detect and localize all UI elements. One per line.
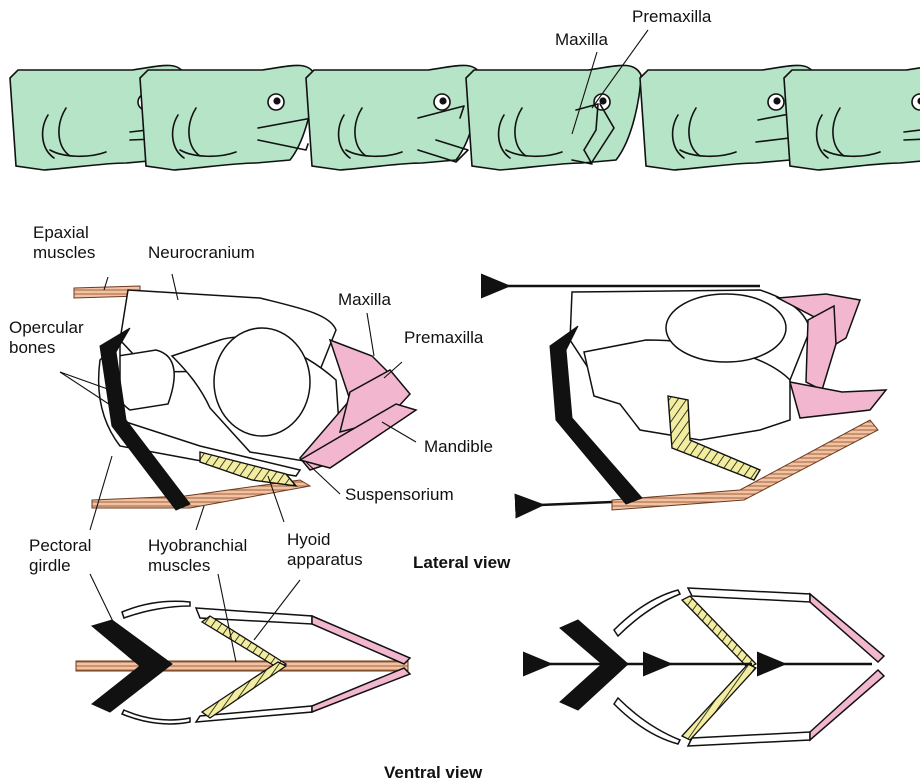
- pectoral-label-line2: girdle: [29, 556, 71, 575]
- ventral-ceratohyal-upper-expanded: [688, 588, 810, 602]
- mandible-ventral-upper: [312, 616, 410, 664]
- neurocranium-label: Neurocranium: [148, 243, 255, 262]
- mandible-expanded: [790, 382, 886, 418]
- hyoid-ventral-upper: [202, 616, 286, 668]
- mandible-label: Mandible: [424, 437, 493, 456]
- ventral-view-left: [76, 574, 410, 724]
- hyoid-ventral-upper-expanded: [682, 596, 756, 668]
- ventral-view-title: Ventral view: [384, 763, 483, 782]
- epaxial-label-line1: Epaxial: [33, 223, 89, 242]
- ventral-bone-lower-short: [122, 710, 190, 724]
- lateral-view-left: Epaxial muscles Neurocranium Maxilla Pre…: [9, 223, 511, 575]
- fish-head-protruded: [466, 65, 641, 170]
- maxilla-top-label: Maxilla: [555, 30, 608, 49]
- epaxial-label-line2: muscles: [33, 243, 95, 262]
- hyoid-ventral-lower-expanded: [682, 664, 756, 740]
- ventral-bone-lower-expanded: [614, 698, 680, 744]
- mandible-ventral-lower: [312, 668, 410, 712]
- arrow-girdle-retract: [540, 502, 612, 505]
- hyoid-label-line2: apparatus: [287, 550, 363, 569]
- hyobranchial-label-line1: Hyobranchial: [148, 536, 247, 555]
- opercular-label-line2: bones: [9, 338, 55, 357]
- hyoid-label-line1: Hyoid: [287, 530, 330, 549]
- fish-head-open: [306, 65, 481, 170]
- pectoral-leader: [90, 456, 112, 530]
- opercular-label-line1: Opercular: [9, 318, 84, 337]
- mandible-ventral-upper-expanded: [810, 594, 884, 662]
- hyobranchial-leader: [196, 506, 204, 530]
- fish-head-closed-final: [784, 65, 920, 170]
- orbit-expanded: [666, 294, 786, 362]
- head-sequence: Maxilla Premaxilla: [10, 7, 920, 170]
- ventral-ceratohyal-lower-expanded: [688, 732, 810, 746]
- maxilla-expanded: [806, 306, 836, 390]
- premaxilla-top-label: Premaxilla: [632, 7, 712, 26]
- hyoid-ventral-leader: [254, 580, 300, 640]
- hyobranchial-muscle-ventral: [76, 661, 408, 671]
- pectoral-label-line1: Pectoral: [29, 536, 91, 555]
- lateral-view-right: [506, 286, 886, 510]
- suspensorium-label: Suspensorium: [345, 485, 454, 504]
- fish-head-opening: [140, 65, 315, 170]
- ventral-view-right: Ventral view: [384, 588, 884, 782]
- mandible-leader: [382, 422, 416, 442]
- hyobranchial-label-line2: muscles: [148, 556, 210, 575]
- ventral-bone-upper-expanded: [614, 590, 680, 636]
- mandible-ventral-lower-expanded: [810, 670, 884, 740]
- orbit: [214, 328, 310, 436]
- maxilla-label: Maxilla: [338, 290, 391, 309]
- maxilla-leader: [367, 313, 374, 356]
- lateral-view-title: Lateral view: [413, 553, 511, 572]
- ventral-bone-upper-short: [122, 601, 190, 618]
- premaxilla-label: Premaxilla: [404, 328, 484, 347]
